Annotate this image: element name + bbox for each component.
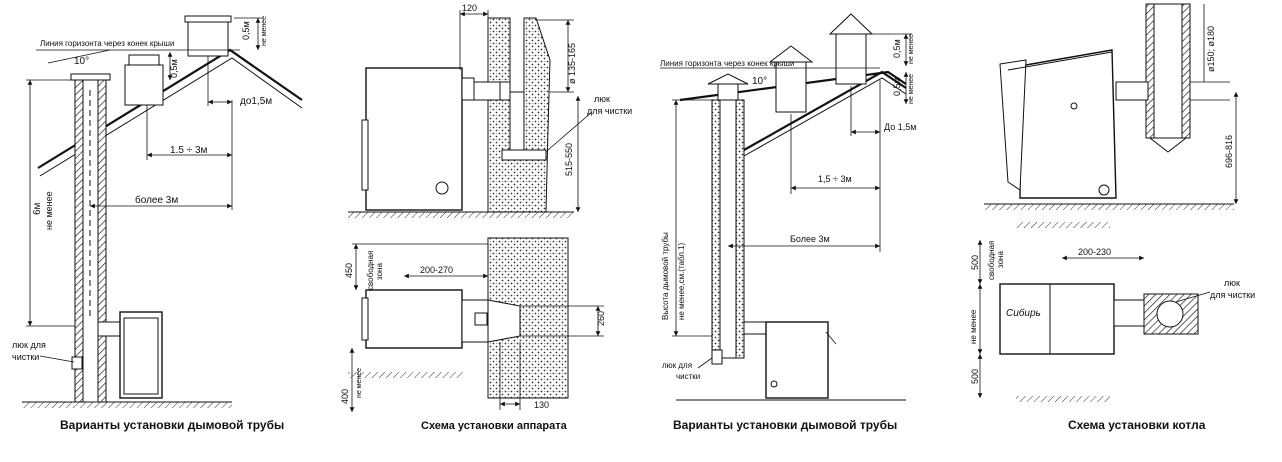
free-zone-1: свободная [366, 251, 375, 290]
roof-pipe-middle [775, 61, 807, 113]
dim-120: 120 [462, 3, 477, 13]
dim-more-3m: Более 3м [790, 234, 830, 244]
hatch-label-1: люк [1224, 278, 1240, 288]
panel-boiler-installation: ø150; ø180 696-816 Сибирь 500 свободная … [969, 3, 1255, 432]
dim-400: 400 [340, 389, 350, 404]
hatch-label-1: люк для [12, 340, 46, 350]
dim-05m-mid: 0,5м [169, 59, 179, 78]
connector-pipe [743, 321, 769, 335]
dim-height: 515-550 [564, 143, 574, 176]
not-less-top: не менее [261, 16, 268, 46]
boiler [119, 311, 163, 399]
hatch-label-2: чистки [12, 352, 39, 362]
dim-450: 450 [344, 263, 354, 278]
hatch-label-1: люк для [662, 361, 692, 370]
dim-diameter: ø150; ø180 [1206, 26, 1216, 72]
panel-chimney-variants-2: Линия горизонта через конек крыши 10° 0,… [660, 13, 916, 432]
free-zone-1: свободная [987, 241, 996, 280]
dim-diameter: ø 135-165 [567, 43, 577, 84]
hatch-label-1: люк [594, 94, 610, 104]
cleaning-hatch [711, 349, 723, 365]
caption-boiler-installation: Схема установки котла [1068, 418, 1206, 432]
dim-more-3m: более 3м [135, 194, 178, 206]
hatch-label-2: для чистки [1210, 290, 1255, 300]
dim-130: 130 [534, 400, 549, 410]
hatch-label-2: чистки [676, 372, 700, 381]
top-chimney-pipe [187, 21, 229, 57]
dim-05m-mid: 0,5м [892, 77, 902, 96]
dim-up-to-15m: До 1,5м [884, 122, 916, 132]
dim-500-bottom: 500 [970, 369, 980, 384]
dim-05m-top: 0,5м [241, 21, 251, 40]
free-zone-2: зона [375, 263, 384, 280]
roof-pipe-top [835, 33, 867, 85]
not-less-mid: не менее [908, 74, 915, 104]
panel-apparatus-installation: 120 ø 135-165 люк для чистки 515-550 450… [340, 3, 632, 432]
chimney-flue [719, 99, 737, 359]
not-less: не менее [969, 309, 978, 344]
dim-15-3m: 1,5 ÷ 3м [818, 174, 852, 184]
angle-label: 10° [74, 56, 89, 67]
horizon-roof-line [679, 70, 907, 102]
brand-label: Сибирь [1006, 307, 1041, 319]
dim-200-270: 200-270 [420, 265, 453, 275]
dim-height: 696-816 [1224, 135, 1234, 168]
hatch-label-2: для чистки [587, 106, 632, 116]
not-less: не менее [356, 368, 363, 398]
not-less-side: не менее [44, 191, 54, 230]
dim-200-230: 200-230 [1078, 247, 1111, 257]
roof-outline [743, 70, 907, 151]
dim-6m: 6м [32, 202, 43, 215]
dim-05m-top: 0,5м [892, 39, 902, 58]
dim-260: 260 [596, 311, 606, 326]
dim-500-top: 500 [970, 255, 980, 270]
caption-chimney-variants-1: Варианты установки дымовой трубы [60, 418, 284, 432]
panel-chimney-variants-1: Линия горизонта через конек крыши 10° 0,… [12, 15, 303, 432]
height-label-2: не менее,см.(табл.1) [677, 242, 686, 320]
free-zone-2: зона [996, 251, 1005, 268]
caption-apparatus: Схема установки аппарата [421, 420, 568, 432]
dim-up-to-15m: до1,5м [240, 96, 272, 107]
boiler-plan-view [999, 283, 1115, 355]
caption-chimney-variants-2: Варианты установки дымовой трубы [673, 418, 897, 432]
boiler-side-view [1019, 49, 1117, 199]
horizon-label: Линия горизонта через конек крыши [40, 39, 174, 48]
roof-chimney-pipe [124, 64, 164, 106]
cleaning-hatch [71, 356, 83, 370]
not-less-top: не менее [908, 34, 915, 64]
angle-label: 10° [752, 76, 767, 87]
apparatus-plan-view [365, 289, 463, 349]
height-label-1: Высота дымовой трубы [661, 232, 670, 320]
dim-15-3m: 1.5 ÷ 3м [170, 145, 208, 156]
ground-hatch [22, 402, 232, 408]
horizon-label: Линия горизонта через конек крыши [660, 59, 794, 68]
